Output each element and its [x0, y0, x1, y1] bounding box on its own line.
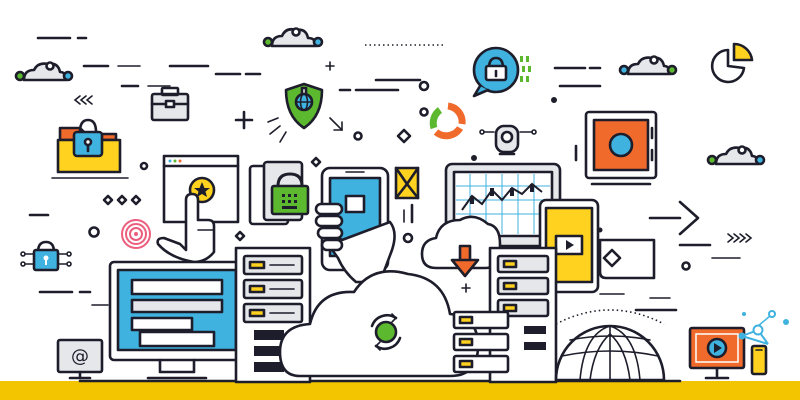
safe-vault-icon	[584, 110, 658, 186]
video-monitor-icon	[688, 310, 789, 380]
globe-icon	[554, 309, 666, 382]
webcam-icon	[479, 124, 537, 156]
refresh-arc-icon	[429, 102, 466, 140]
briefcase-icon	[150, 86, 190, 122]
envelope-icon	[394, 166, 420, 200]
diamond-box-icon	[598, 238, 656, 280]
chat-lock-icon	[472, 46, 531, 98]
server-rack-icon	[234, 246, 312, 384]
email-at-icon: @	[56, 338, 104, 380]
server-rack-icon	[452, 246, 558, 384]
cloud-network-icon	[14, 61, 74, 82]
cloud-network-icon	[262, 27, 324, 48]
shield-globe-icon	[284, 82, 324, 130]
padlock-icon	[248, 160, 310, 226]
decorative-lines	[28, 36, 753, 312]
desktop-form-icon	[108, 260, 246, 380]
padlock-folder-icon	[51, 118, 129, 179]
cloud-network-icon	[618, 55, 678, 76]
smartphone-hand-icon	[314, 166, 396, 284]
padlock-icon	[20, 240, 72, 272]
cloud-download-icon	[420, 215, 502, 278]
cloud-network-icon	[706, 145, 766, 166]
svg-text:@: @	[71, 346, 89, 367]
tablet-video-icon	[538, 198, 600, 294]
bottom-yellow-bar	[0, 381, 800, 400]
stock-monitor-icon	[444, 162, 562, 248]
star-click-icon	[156, 154, 240, 264]
arrow-right-icon	[648, 200, 700, 236]
fingerprint-icon	[121, 219, 151, 249]
pie-chart-icon	[710, 42, 754, 84]
